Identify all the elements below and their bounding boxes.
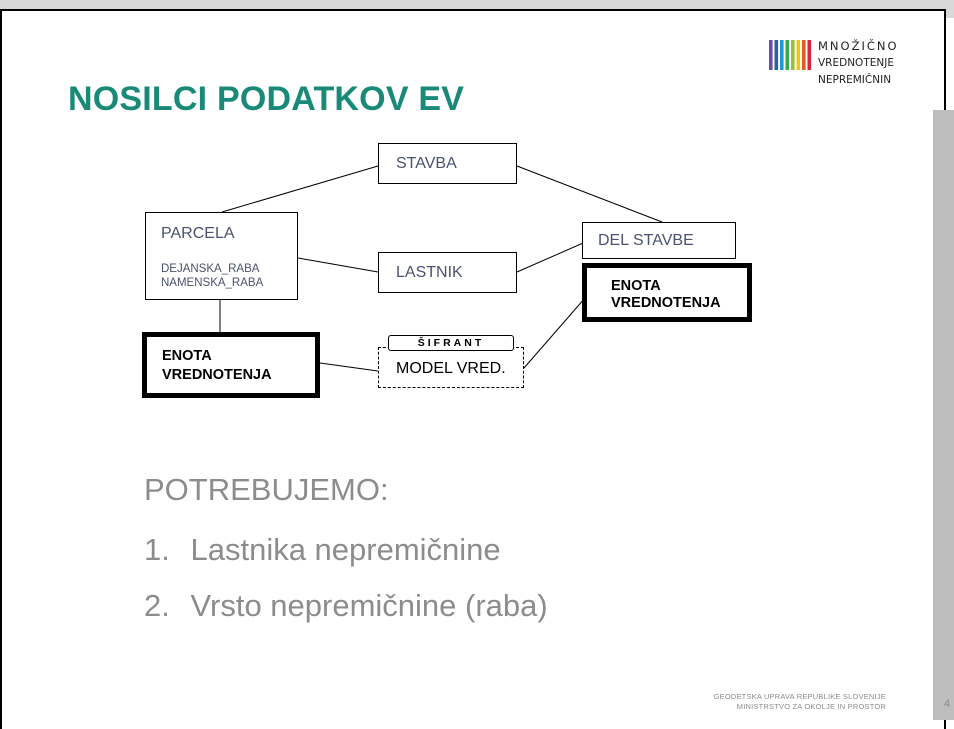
enota-left-line-1: ENOTA [162,348,212,364]
list-item-2-text: Vrsto nepremičnine (raba) [190,588,548,623]
logo-bars-icon [769,40,812,70]
stavba-label: STAVBA [396,155,457,172]
logo-line-3: NEPREMIČNIN [818,74,892,86]
edge-stavba-del-stavbe [516,165,663,223]
list-item-2-number: 2. [144,588,170,623]
logo-bar [796,40,801,70]
edge-enota-left-model [319,362,379,372]
logo-bar [785,40,790,70]
logo-text: MNOŽIČNO VREDNOTENJE NEPREMIČNIN [818,38,899,89]
lastnik-box: LASTNIK [378,252,517,293]
logo-bar [774,40,779,70]
footer-line-1: GEODETSKA UPRAVA REPUBLIKE SLOVENIJE [713,692,886,701]
right-side-bar [933,110,954,720]
enota-vrednotenja-right-box: ENOTA VREDNOTENJA [582,263,752,322]
list-item-1-text: Lastnika nepremičnine [190,532,501,567]
logo-line-1: MNOŽIČNO [818,39,899,53]
parcela-attr-namenska-raba: NAMENSKA_RABA [161,277,264,289]
logo-bar [791,40,795,70]
stavba-box: STAVBA [378,143,517,184]
content-heading: POTREBUJEMO: [144,472,389,507]
lastnik-label: LASTNIK [396,264,463,281]
parcela-box: PARCELA DEJANSKA_RABA NAMENSKA_RABA [145,212,298,300]
page-number: 4 [944,698,951,710]
footer-line-2: MINISTRSTVO ZA OKOLJE IN PROSTOR [736,702,886,711]
enota-vrednotenja-left-box: ENOTA VREDNOTENJA [142,332,320,398]
logo-bar [802,40,806,70]
logo-line-2: VREDNOTENJE [818,57,894,69]
logo-bar [769,40,773,70]
edge-parcela-lastnik [297,257,379,273]
enota-right-line-1: ENOTA [611,278,661,294]
list-item-1-number: 1. [144,532,170,567]
model-vred-box: MODEL VRED. [378,347,524,388]
parcela-attr-dejanska-raba: DEJANSKA_RABA [161,263,260,275]
footer: GEODETSKA UPRAVA REPUBLIKE SLOVENIJE MIN… [714,692,886,712]
sifrant-tag: ŠIFRANT [388,335,514,351]
parcela-label: PARCELA [161,225,235,242]
list-item-2: 2. Vrsto nepremičnine (raba) [144,588,548,624]
logo-bar [780,40,784,70]
enota-right-line-2: VREDNOTENJA [611,295,721,311]
edge-lastnik-del-stavbe [516,239,591,273]
edge-model-enota-right [523,297,586,369]
edge-parcela-stavba [221,165,379,213]
del-stavbe-box: DEL STAVBE [582,222,736,259]
slide-title: NOSILCI PODATKOV EV [68,80,465,118]
model-vred-label: MODEL VRED. [396,360,506,377]
del-stavbe-label: DEL STAVBE [598,232,694,249]
list-item-1: 1. Lastnika nepremičnine [144,532,501,568]
enota-left-line-2: VREDNOTENJA [162,367,272,383]
logo-bar [807,40,812,70]
